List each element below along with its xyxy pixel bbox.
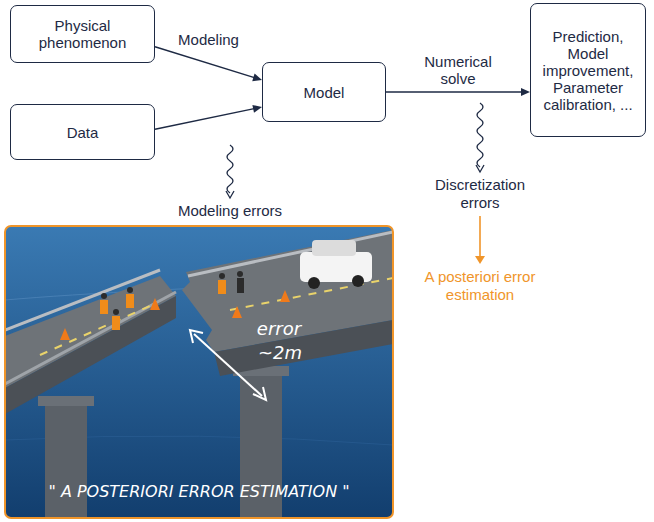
error-note: Modeling errors	[170, 202, 290, 220]
process-box: Data	[10, 104, 155, 160]
box-text: Physical phenomenon	[18, 17, 147, 51]
orange-arrow	[479, 216, 481, 258]
squiggle-head	[226, 191, 234, 198]
handwritten-note: error	[244, 318, 314, 339]
connector	[155, 105, 262, 129]
bridge-photo	[5, 226, 393, 518]
process-box: Physical phenomenon	[10, 5, 155, 63]
connector	[386, 88, 530, 96]
error-squiggle	[477, 103, 483, 167]
process-box: Prediction, Model improvement, Parameter…	[530, 3, 646, 137]
photo-frame	[5, 226, 393, 518]
handwritten-caption: " A POSTERIORI ERROR ESTIMATION "	[12, 482, 386, 501]
edge-label: Numerical solve	[409, 53, 507, 87]
squiggle-head	[476, 165, 484, 172]
edge-label: Modeling	[175, 31, 242, 48]
box-text: Model	[304, 84, 345, 101]
error-squiggle	[227, 145, 233, 193]
method-note: A posteriori error estimation	[408, 268, 552, 304]
error-note: Discretization errors	[415, 176, 545, 212]
connector	[155, 47, 262, 81]
handwritten-note: ~2m	[250, 342, 310, 363]
box-text: Data	[67, 124, 99, 141]
process-box: Model	[262, 62, 386, 122]
orange-arrowhead	[475, 256, 485, 264]
box-text: Prediction, Model improvement, Parameter…	[538, 28, 638, 113]
